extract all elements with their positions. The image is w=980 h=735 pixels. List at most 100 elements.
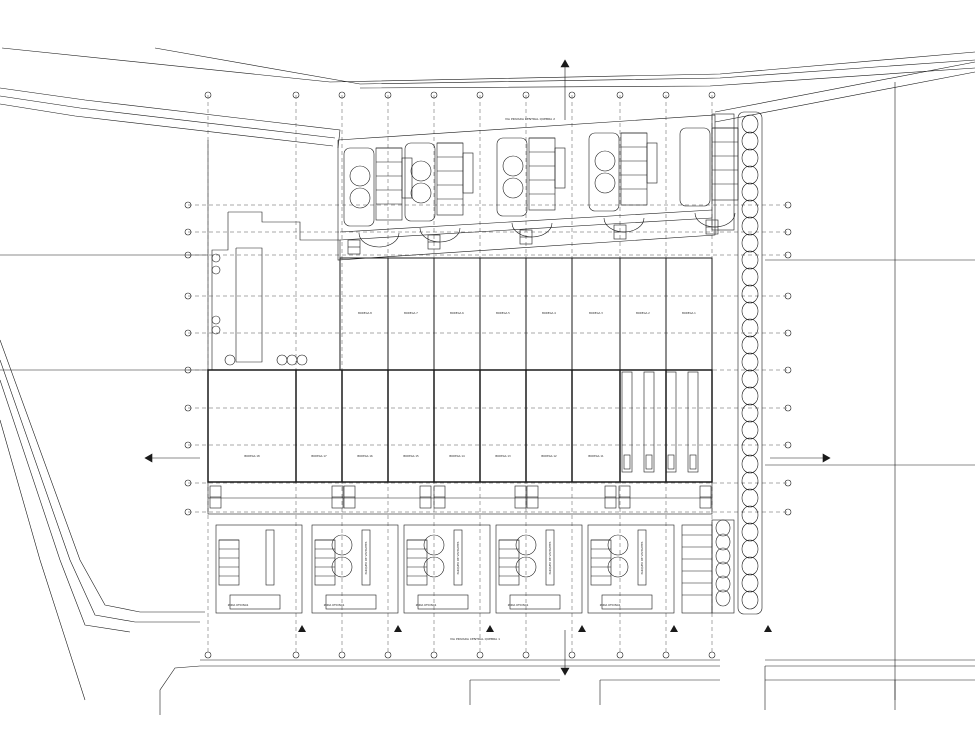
tree-icon [741,471,759,491]
office-room [601,594,653,610]
ramp-landing [667,454,675,470]
grid-bubble [184,329,192,337]
grid-bubble [184,508,192,516]
parking-block [528,137,556,211]
grid-bubble [204,651,212,659]
grid-bubble [338,91,346,99]
tree-icon [515,556,537,578]
grid-bubble [184,201,192,209]
driveway [554,147,566,189]
tree-icon [741,131,759,151]
visitor-parking-strip [637,529,647,586]
bay-label: BODEGA 17 [311,454,327,458]
tree-icon [741,114,759,134]
grid-bubble [784,201,792,209]
grid-bubble [662,91,670,99]
tree-icon [715,561,731,579]
tree-icon [607,534,629,556]
office-label: ZONA OFICINAS [416,603,437,607]
grid-bubble [784,404,792,412]
turn-arc [358,232,400,248]
grid-bubble [784,329,792,337]
grid-bubble [784,441,792,449]
visitor-parking-strip [453,529,463,586]
grid-bubble [662,651,670,659]
bay-label: BODEGA 1 [682,311,696,315]
tree-icon [741,573,759,593]
office-label: ZONA OFICINAS [508,603,529,607]
entry-arrow-icon [298,625,306,632]
tree-icon [741,165,759,185]
grid-bubble [430,651,438,659]
tree-icon [741,216,759,236]
tree-icon [741,403,759,423]
tree-icon [741,522,759,542]
office-room [509,594,561,610]
driveway [401,157,413,199]
section-marker-east [770,453,831,463]
tree-icon [741,301,759,321]
grid-bubble [384,651,392,659]
tree-icon [741,284,759,304]
section-marker-south [560,630,570,676]
south-office-modules [215,524,772,632]
ramp [665,371,677,473]
grid-bubble [616,651,624,659]
section-marker-west [144,453,200,463]
tree-icon [741,454,759,474]
office-room [417,594,469,610]
office-module [343,147,375,227]
grid-bubble [784,251,792,259]
ramp [643,371,655,473]
grid-bubble [784,508,792,516]
bay-label: BODEGA 11 [588,454,604,458]
road-lines [0,47,976,715]
grid-bubble [476,91,484,99]
grid-bubble [522,651,530,659]
tree-icon [741,250,759,270]
grid-bubble [184,479,192,487]
planting-strip [737,111,763,615]
office-module [495,524,583,614]
tree-icon [741,352,759,372]
parking-label: PARQUEO DE VISITANTES [640,541,644,574]
north-office-modules [343,127,739,255]
tree-icon [741,539,759,559]
tree-icon [741,335,759,355]
tree-icon [741,437,759,457]
grid-bubble [184,404,192,412]
bay-label: BODEGA 15 [403,454,419,458]
tree-icon [607,556,629,578]
tree-icon [423,556,445,578]
bay-label: BODEGA 18 [244,454,260,458]
north-street-label: VIA PRIVADA CENTRAL QUEBRA 2 [505,117,555,121]
tree-icon [741,505,759,525]
north-office-band [337,114,716,261]
tree-icon [715,533,731,551]
tree-icon [741,199,759,219]
office-module [679,127,711,207]
office-module [587,524,675,614]
tree-icon [423,534,445,556]
entry-arrow-icon [486,625,494,632]
entry-arrow-icon [764,625,772,632]
office-module [588,132,620,212]
tree-icon [741,590,759,610]
bay-label: BODEGA 16 [357,454,373,458]
driveway [462,152,474,194]
office-module [311,524,399,614]
tree-icon [741,267,759,287]
tree-icon [741,488,759,508]
tree-icon [594,150,616,172]
tree-icon [410,182,432,204]
south-street-label: VIA PRIVADA CENTRAL QUEBRA 1 [450,637,500,641]
entry-arrow-icon [578,625,586,632]
tree-icon [715,589,731,607]
ramp-landing [623,454,631,470]
grid-bubble [568,91,576,99]
tree-icon [715,547,731,565]
visitor-parking-strip [265,529,275,586]
tree-icon [741,318,759,338]
driveway [646,142,658,184]
